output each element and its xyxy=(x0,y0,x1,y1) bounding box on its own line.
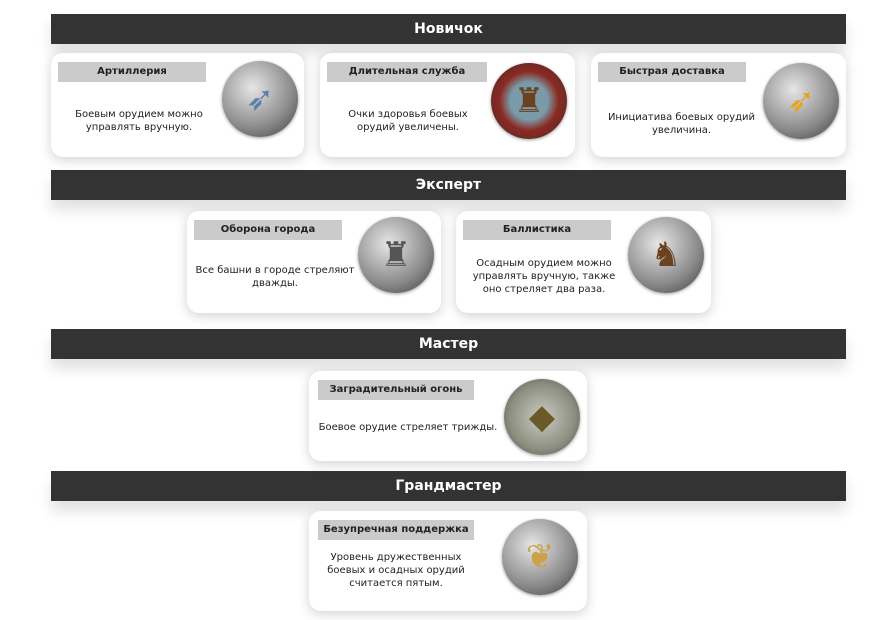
tier-header-grandmaster: Грандмастер xyxy=(51,471,846,501)
tower-icon: ♜ xyxy=(358,217,434,293)
skill-card-city-defense[interactable]: Оборона города Все башни в городе стреля… xyxy=(187,211,441,313)
skill-card-fast-delivery[interactable]: Быстрая доставка Инициатива боевых оруди… xyxy=(591,53,846,157)
tier-header-master: Мастер xyxy=(51,329,846,359)
skill-card-barrage[interactable]: Заградительный огонь Боевое орудие стрел… xyxy=(309,371,587,461)
skill-description: Осадным орудием можно управлять вручную,… xyxy=(472,258,616,295)
laurel-catapult-icon: ❦ xyxy=(502,519,578,595)
skill-description: Все башни в городе стреляют дважды. xyxy=(195,265,355,289)
skill-name: Заградительный огонь xyxy=(318,380,474,400)
skill-card-ballistics[interactable]: Баллистика Осадным орудием можно управля… xyxy=(456,211,711,313)
skill-name: Артиллерия xyxy=(58,62,206,82)
skill-name: Длительная служба xyxy=(327,62,487,82)
tier-header-novice: Новичок xyxy=(51,14,846,44)
skill-name: Баллистика xyxy=(463,220,611,240)
skill-name: Оборона города xyxy=(194,220,342,240)
skill-card-flawless-support[interactable]: Безупречная поддержка Уровень дружествен… xyxy=(309,511,587,611)
skill-description: Очки здоровья боевых орудий увеличены. xyxy=(348,109,468,133)
rocks-icon: ◆ xyxy=(504,379,580,455)
catapult-icon: ♞ xyxy=(628,217,704,293)
skill-description: Уровень дружественных боевых и осадных о… xyxy=(327,552,465,589)
skill-card-artillery[interactable]: Артиллерия Боевым орудием можно управлят… xyxy=(51,53,304,157)
tier-header-expert: Эксперт xyxy=(51,170,846,200)
skill-description: Боевым орудием можно управлять вручную. xyxy=(75,109,203,133)
skill-description: Боевое орудие стреляет трижды. xyxy=(318,422,498,433)
skill-description: Инициатива боевых орудий увеличина. xyxy=(607,112,756,136)
skill-name: Быстрая доставка xyxy=(598,62,746,82)
catapult-shield-icon: ♜ xyxy=(491,63,567,139)
flaming-arrow-icon: ➶ xyxy=(763,63,839,139)
skill-name: Безупречная поддержка xyxy=(318,520,474,540)
arrow-icon: ➶ xyxy=(222,61,298,137)
skill-card-long-service[interactable]: Длительная служба Очки здоровья боевых о… xyxy=(320,53,575,157)
